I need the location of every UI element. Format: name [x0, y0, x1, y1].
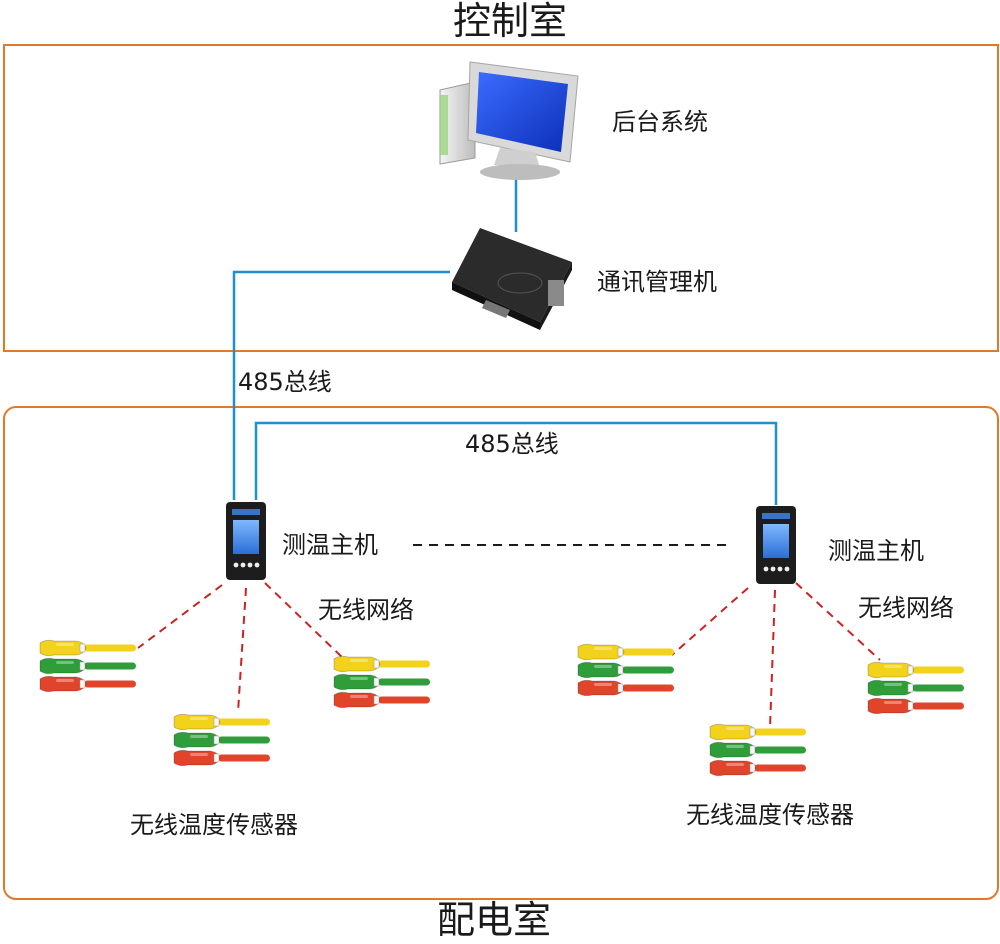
host-label-right: 测温主机: [828, 537, 924, 565]
temperature-sensor-icon: [333, 673, 430, 691]
temperature-sensor-icon: [173, 731, 270, 749]
distribution-room-title: 配电室: [437, 898, 552, 942]
sensor-label-left: 无线温度传感器: [130, 811, 298, 839]
temperature-sensor-icon: [333, 691, 430, 709]
bus-label-top: 485总线: [465, 430, 559, 458]
serial-server-icon: [452, 228, 572, 330]
temperature-sensor-icon: [39, 639, 136, 657]
temperature-sensor-icon: [577, 679, 674, 697]
control-room-frame: [3, 44, 999, 352]
sensor-clusters: [39, 639, 964, 777]
bus-line-left: [232, 270, 450, 500]
temperature-sensor-icon: [39, 657, 136, 675]
temperature-sensor-icon: [173, 749, 270, 767]
sensor-label-right: 无线温度传感器: [686, 801, 854, 829]
temperature-sensor-icon: [867, 679, 964, 697]
sensor-cluster: [709, 723, 806, 777]
temperature-sensor-icon: [39, 675, 136, 693]
desktop-computer-icon: [439, 61, 579, 180]
backend-system-label: 后台系统: [612, 108, 708, 136]
temperature-sensor-icon: [577, 643, 674, 661]
temperature-sensor-icon: [577, 661, 674, 679]
sensor-cluster: [173, 713, 270, 767]
sensor-cluster: [39, 639, 136, 693]
host-label-left: 测温主机: [282, 531, 378, 559]
temperature-sensor-icon: [867, 661, 964, 679]
bus-label-left: 485总线: [238, 368, 332, 396]
wireless-links: [137, 582, 881, 729]
bus-line-top: [254, 421, 778, 505]
comm-manager-label: 通讯管理机: [597, 268, 717, 296]
temperature-host-icon: [756, 506, 796, 584]
temperature-sensor-icon: [709, 723, 806, 741]
sensor-cluster: [867, 661, 964, 715]
temperature-sensor-icon: [173, 713, 270, 731]
temperature-sensor-icon: [867, 697, 964, 715]
wireless-label-left: 无线网络: [318, 596, 414, 624]
temperature-sensor-icon: [333, 655, 430, 673]
wireless-label-right: 无线网络: [858, 594, 954, 622]
temperature-host-icon: [226, 502, 266, 580]
temperature-sensor-icon: [709, 759, 806, 777]
distribution-room-frame: [3, 406, 999, 900]
sensor-cluster: [577, 643, 674, 697]
control-room-title: 控制室: [453, 0, 568, 43]
bus-wiring: [232, 175, 778, 505]
sensor-cluster: [333, 655, 430, 709]
temperature-sensor-icon: [709, 741, 806, 759]
